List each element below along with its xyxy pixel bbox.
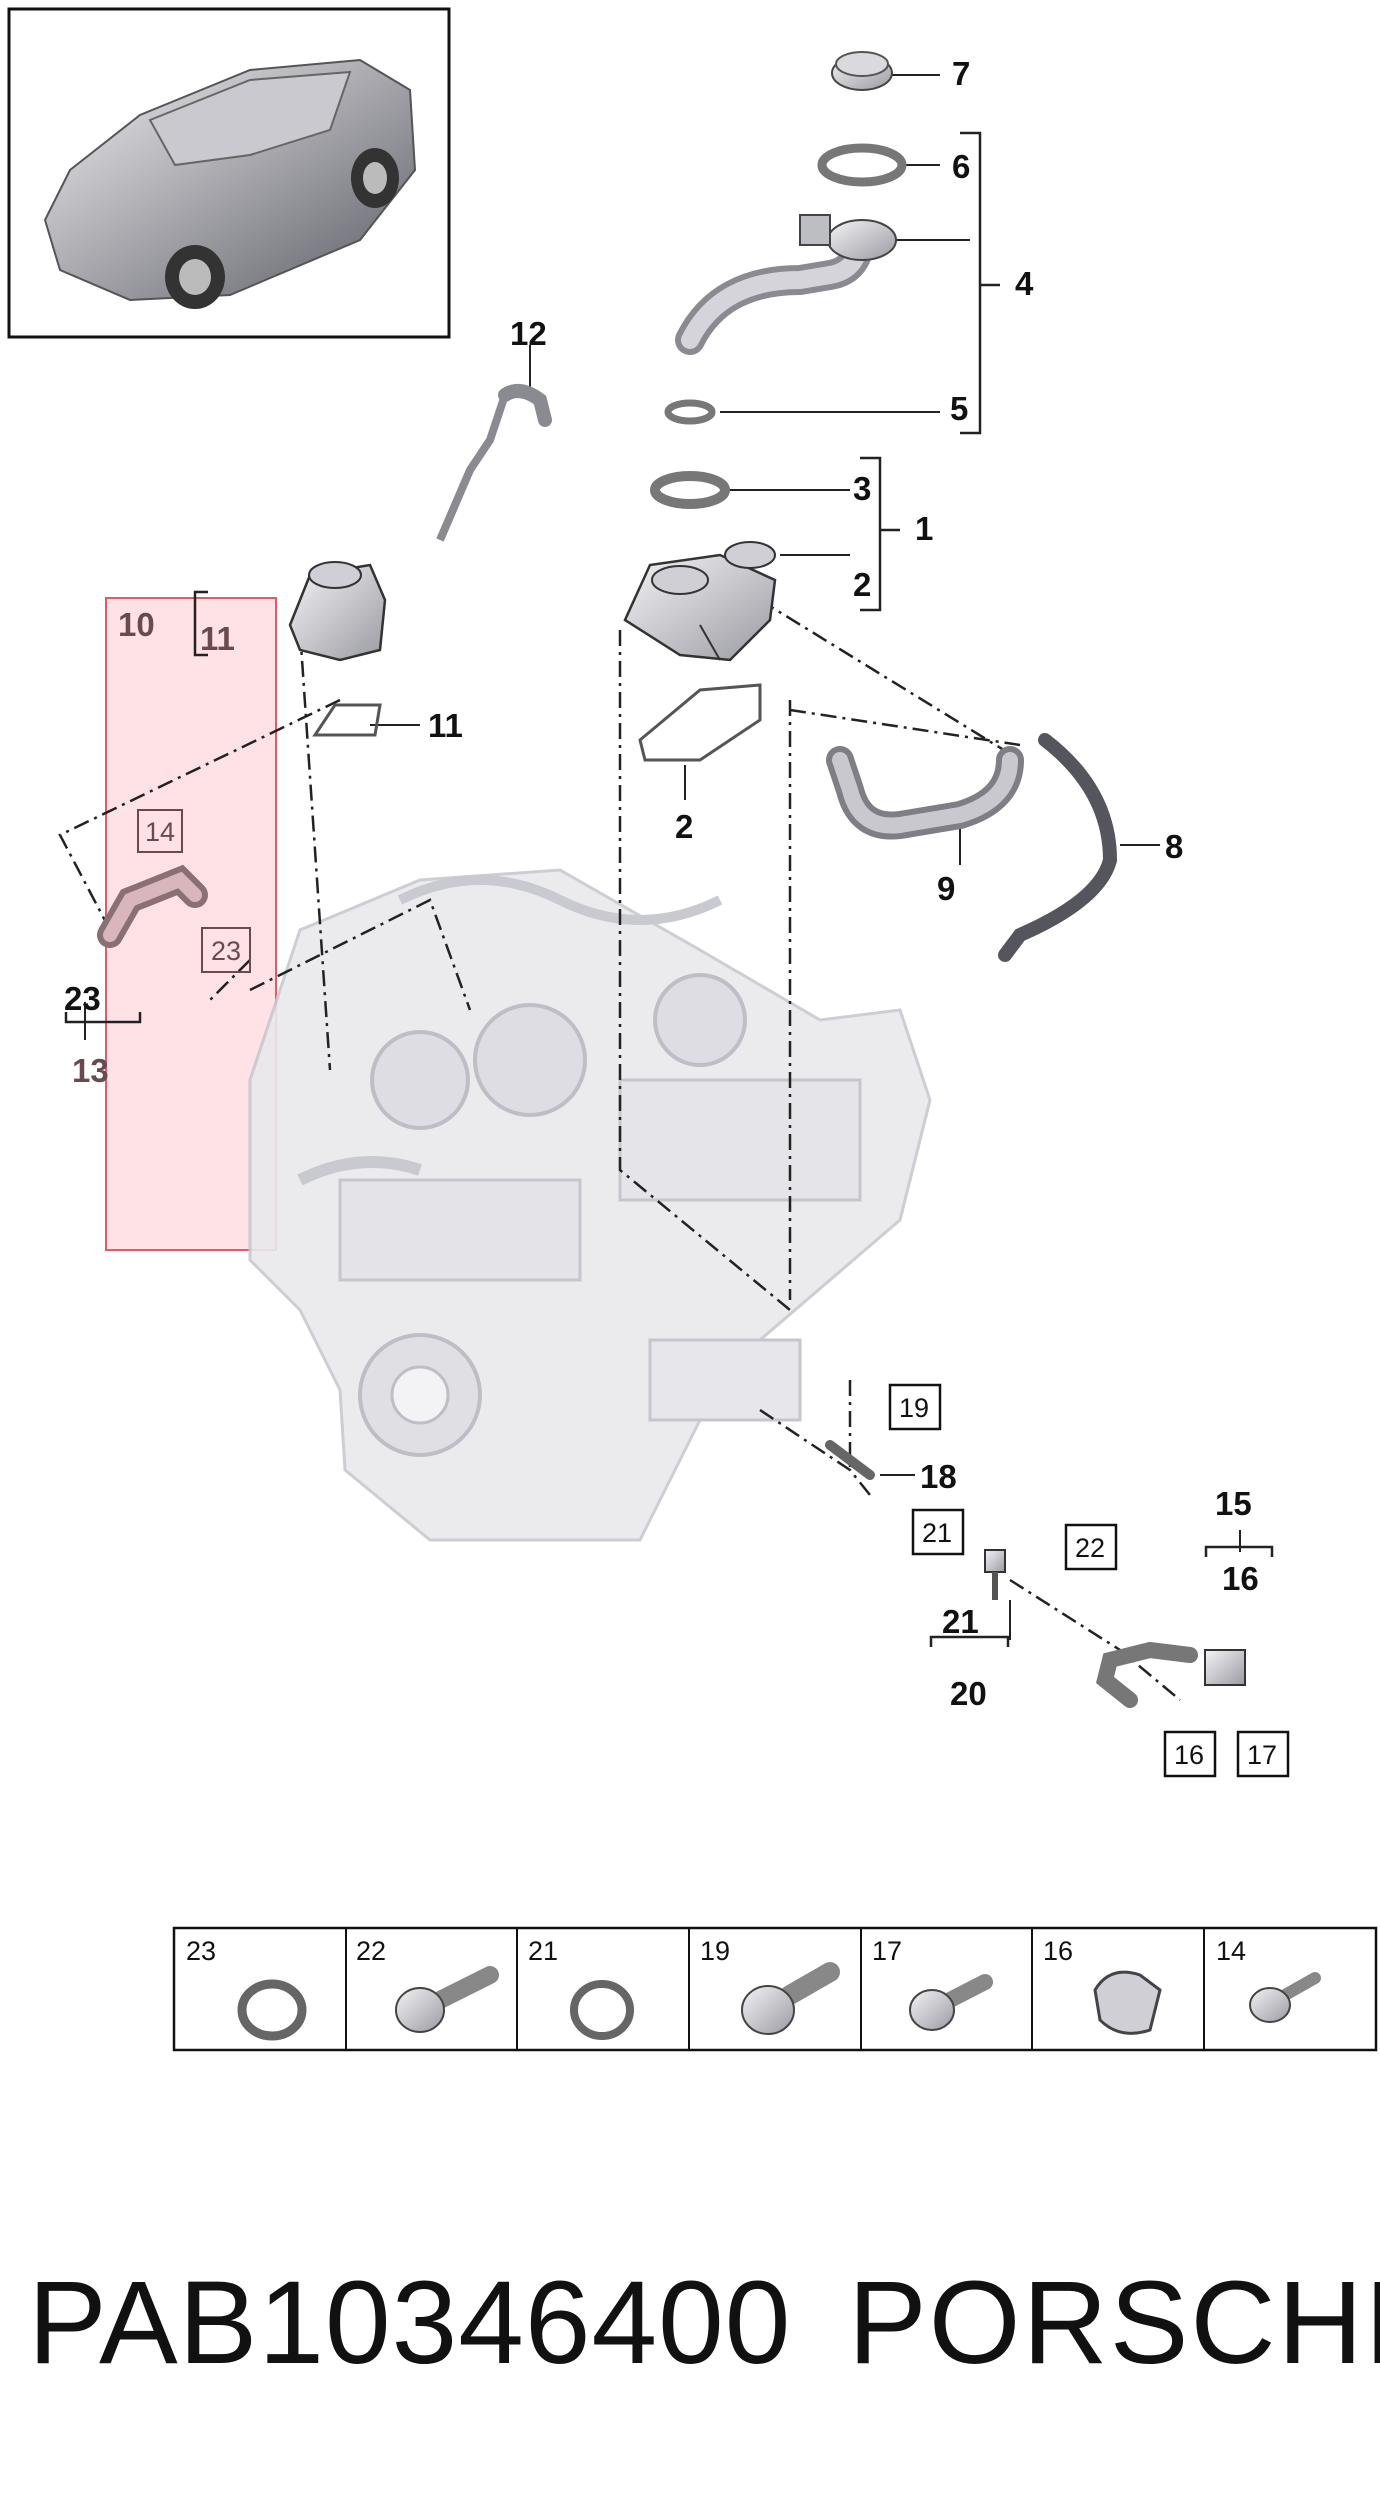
- callout-11: 11: [428, 707, 463, 744]
- callout-23: 23: [64, 980, 101, 1017]
- callout-10: 10: [118, 606, 155, 643]
- bolt-icon: [395, 1966, 499, 2033]
- callout-11-bracket: 11: [200, 620, 235, 657]
- callout-15: 15: [1215, 1485, 1252, 1522]
- legend-item-23: 23: [186, 1936, 307, 2041]
- callout-18: 18: [920, 1458, 957, 1495]
- callout-2: 2: [853, 566, 871, 603]
- callout-1: 1: [915, 510, 933, 547]
- callout-labels: 7 6 4 5 3 1 2 2 8 9 12 10 11 11 23 13 18…: [64, 55, 1259, 1712]
- gasket-2: [638, 683, 762, 762]
- hose-13: [97, 864, 208, 948]
- hose-8: [998, 733, 1118, 962]
- o-ring-icon: [570, 1980, 634, 2040]
- callout-16: 16: [1222, 1560, 1259, 1597]
- callout-2-gasket: 2: [675, 808, 693, 845]
- fastener-legend: 23 22 21 19 17: [172, 1926, 1378, 2052]
- callout-13: 13: [72, 1052, 109, 1089]
- boxed-17: 17: [1247, 1740, 1277, 1770]
- bolt-icon: [909, 1974, 993, 2031]
- legend-number: 22: [356, 1936, 386, 1966]
- gasket-11: [312, 703, 382, 737]
- screw-20: [984, 1549, 1006, 1600]
- part-number: PAB10346400: [28, 2257, 792, 2389]
- callout-3: 3: [853, 470, 871, 507]
- callout-4: 4: [1015, 265, 1034, 302]
- callout-21: 21: [942, 1603, 979, 1640]
- oil-separator-1: [623, 541, 777, 662]
- oil-filler-cap: [831, 51, 893, 91]
- legend-item-22: 22: [356, 1936, 499, 2033]
- callout-9: 9: [937, 870, 955, 907]
- legend-item-19: 19: [700, 1936, 840, 2035]
- boxed-23: 23: [211, 936, 241, 966]
- seal-ring-3: [650, 471, 730, 509]
- callout-8: 8: [1165, 828, 1183, 865]
- legend-number: 23: [186, 1936, 216, 1966]
- legend-number: 19: [700, 1936, 730, 1966]
- boxed-22: 22: [1075, 1533, 1105, 1563]
- solid-leaders: [84, 74, 1241, 1640]
- legend-item-21: 21: [528, 1936, 634, 2040]
- vent-line-12: [436, 384, 552, 542]
- callout-6: 6: [952, 148, 970, 185]
- legend-item-16: 16: [1043, 1936, 1162, 2035]
- splined-bolt-icon: [741, 1962, 840, 2035]
- boxed-21: 21: [922, 1518, 952, 1548]
- highlight-region: [105, 597, 277, 1251]
- callout-20: 20: [950, 1675, 987, 1712]
- pipe-15: [1095, 1641, 1246, 1708]
- vehicle-thumbnail: [7, 7, 451, 339]
- legend-item-17: 17: [872, 1936, 993, 2031]
- engine-block: [248, 868, 932, 1542]
- legend-number: 17: [872, 1936, 902, 1966]
- seal-ring-5: [664, 399, 716, 425]
- boxed-16: 16: [1174, 1740, 1204, 1770]
- legend-number: 16: [1043, 1936, 1073, 1966]
- oil-separator-10: [288, 561, 387, 662]
- seal-ring-6: [817, 143, 907, 187]
- footer: PAB10346400 PORSCHE: [28, 2255, 1380, 2389]
- legend-number: 14: [1216, 1936, 1246, 1966]
- brand-name: PORSCHE: [848, 2257, 1380, 2389]
- hose-9: [826, 746, 1024, 840]
- boxed-19: 19: [899, 1393, 929, 1423]
- callout-5: 5: [950, 390, 968, 427]
- brackets: [64, 131, 1274, 1647]
- leader-lines: [58, 598, 1181, 1701]
- bolt-18: [825, 1440, 875, 1480]
- callout-12: 12: [510, 315, 547, 352]
- legend-number: 21: [528, 1936, 558, 1966]
- flange-screw-icon: [1249, 1972, 1321, 2023]
- legend-item-14: 14: [1216, 1936, 1321, 2023]
- clip-icon: [1093, 1970, 1162, 2035]
- boxed-labels: 14 23 19 21 22 16 17: [137, 809, 1290, 1778]
- boxed-14: 14: [145, 817, 175, 847]
- o-ring-icon: [237, 1979, 307, 2041]
- breather-pipe-4: [675, 214, 897, 355]
- callout-7: 7: [952, 55, 970, 92]
